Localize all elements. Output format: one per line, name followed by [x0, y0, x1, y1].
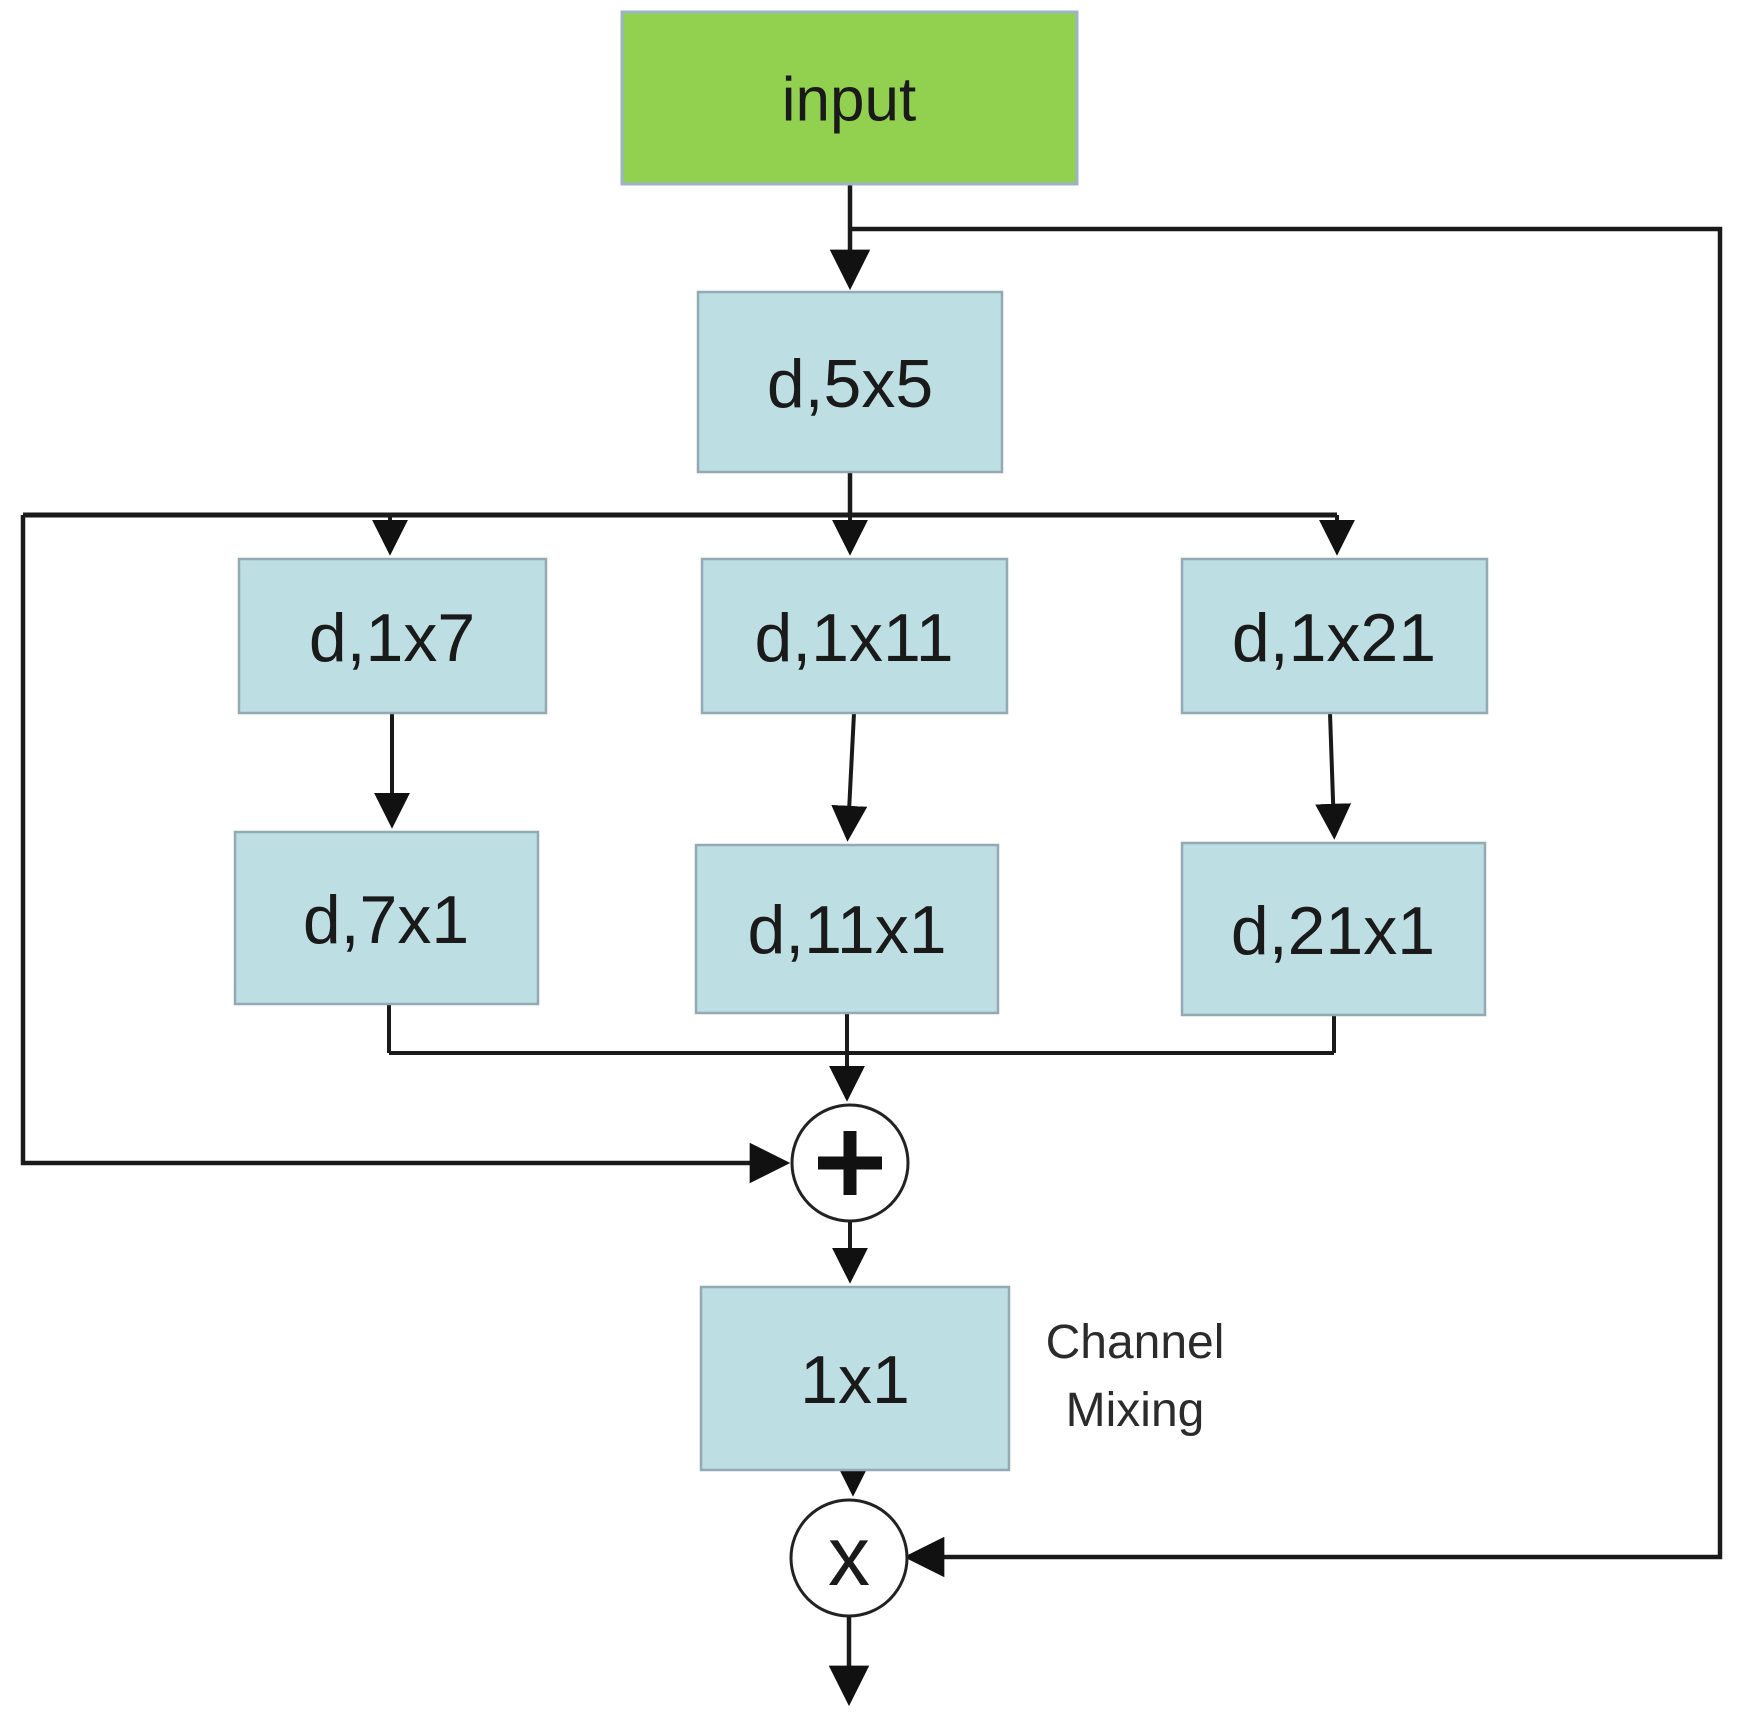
skip-connection-d5x5-to-add: [20, 515, 791, 1184]
conv-d11x1-node: [694, 843, 1000, 1015]
conv-1x1-node: [699, 1285, 1011, 1472]
channel-mixing-annotation-line2: Mixing: [1066, 1384, 1205, 1437]
conv-d1x7-node: [237, 557, 548, 715]
edge-d1x11-to-d11x1: [831, 712, 868, 842]
input-node: [620, 10, 1079, 186]
conv-d21x1-label: d,21x1: [1231, 893, 1435, 969]
conv-d1x21-label: d,1x21: [1232, 600, 1436, 676]
multiply-icon: x: [828, 1509, 870, 1603]
input-node-label: input: [782, 66, 916, 135]
conv-d21x1-node: [1180, 841, 1487, 1017]
conv-d7x1-label: d,7x1: [303, 882, 469, 958]
channel-mixing-annotation-line1: Channel: [1046, 1316, 1225, 1369]
conv-d1x11-label: d,1x11: [754, 600, 953, 676]
conv-1x1-label: 1x1: [800, 1342, 910, 1418]
conv-d1x7-label: d,1x7: [309, 600, 475, 676]
plus-icon: [818, 1131, 882, 1195]
conv-d11x1-label: d,11x1: [747, 892, 946, 968]
conv-d7x1-node: [233, 830, 540, 1006]
skip-connection-input-to-multiply: [850, 226, 1723, 1578]
conv-d5x5-label: d,5x5: [767, 346, 933, 422]
edge-d1x21-to-d21x1: [1315, 712, 1352, 840]
multiply-circle: [789, 1498, 909, 1618]
conv-d1x11-node: [700, 557, 1009, 715]
conv-d5x5-node: [696, 290, 1004, 474]
conv-d1x21-node: [1180, 557, 1489, 715]
